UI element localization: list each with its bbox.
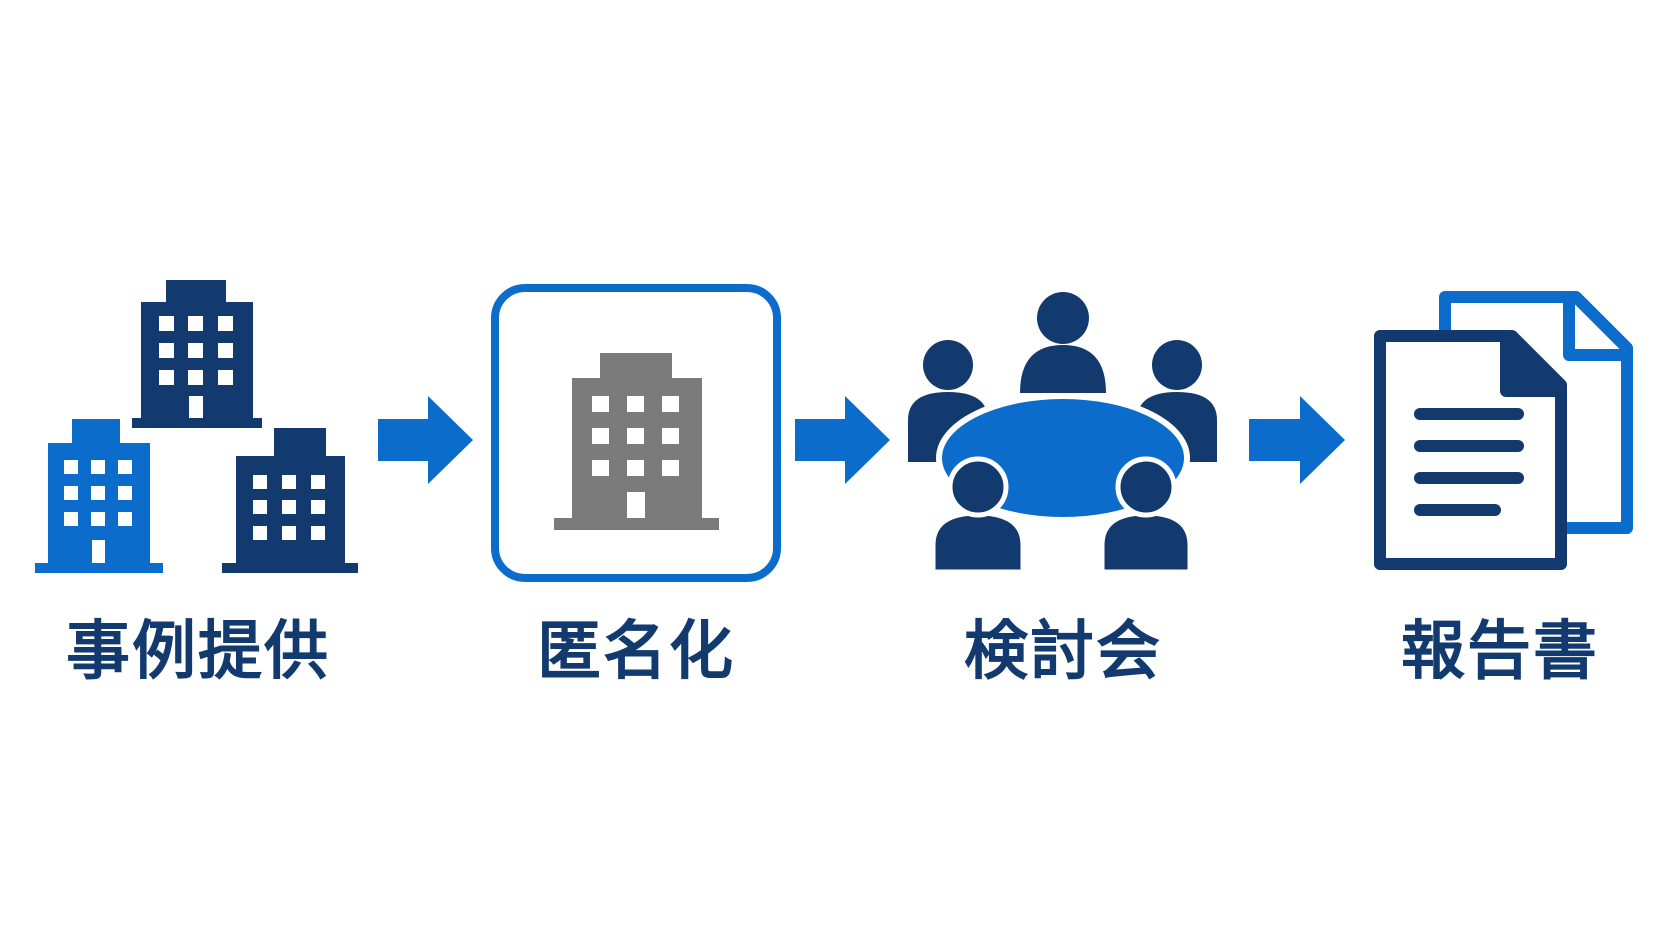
step-label-case-provision: 事例提供 <box>66 615 330 689</box>
building-gray <box>554 353 719 530</box>
anonymized-building-icon <box>491 284 781 582</box>
step-label-report: 報告書 <box>1401 615 1599 689</box>
report-documents-icon <box>1374 291 1633 570</box>
step-label-anonymization: 匿名化 <box>537 615 735 689</box>
person-icon <box>1099 456 1193 575</box>
right-arrow-icon <box>795 396 890 484</box>
document-text-lines <box>1414 408 1524 516</box>
right-arrow-icon <box>378 396 473 484</box>
person-icon <box>1020 292 1106 393</box>
building-navy-small <box>222 428 358 573</box>
person-icon <box>930 456 1026 575</box>
building-blue <box>35 419 163 573</box>
buildings-icon <box>35 280 358 573</box>
right-arrow-icon <box>1249 396 1345 484</box>
meeting-table-icon <box>908 292 1217 575</box>
building-navy-large <box>132 280 262 428</box>
step-label-study-meeting: 検討会 <box>964 615 1162 689</box>
